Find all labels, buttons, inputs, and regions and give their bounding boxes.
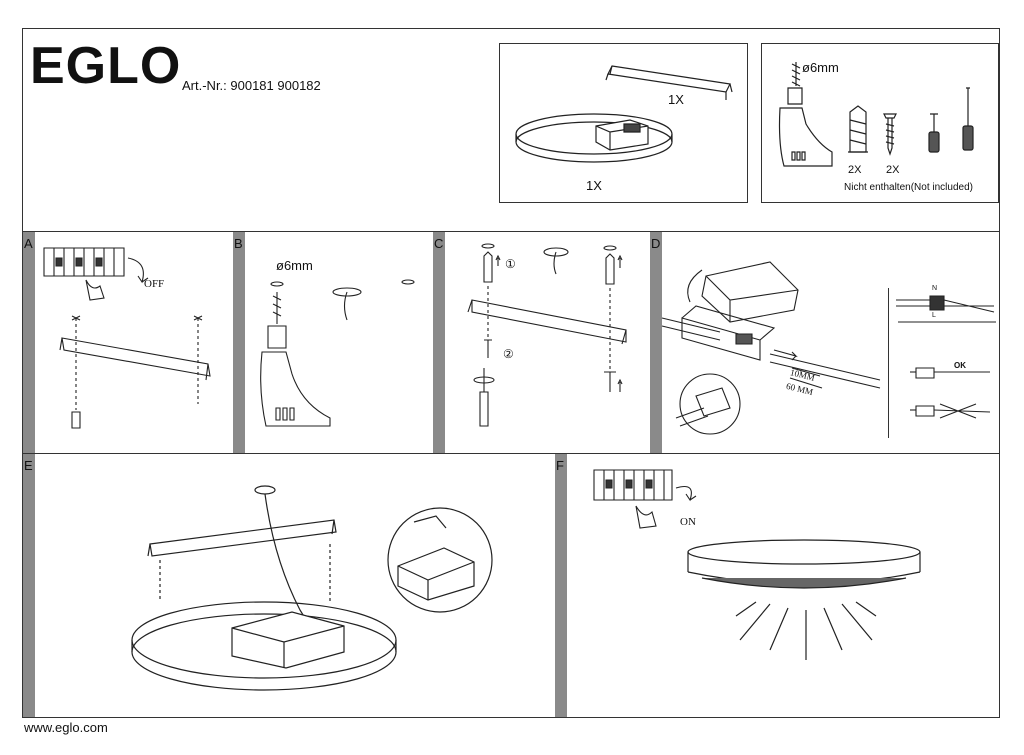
step-d-letter: D [651,236,661,251]
article-numbers: Art.-Nr.: 900181 900182 [182,78,321,93]
step-a-letter: A [24,236,33,251]
step-f-letter: F [556,458,564,473]
step-c-letter: C [434,236,444,251]
ceiling-fixture-illustration [500,44,749,204]
tools-box: ø6mm 2X 2X Nicht [761,43,999,203]
step-c-marker-2: ② [503,347,514,361]
step-a-off-label: OFF [144,278,165,290]
step-d-n-label: N [932,285,938,292]
website-link[interactable]: www.eglo.com [24,720,108,735]
mounting-bracket-illustration [500,44,749,204]
step-c-marker-1: ① [505,257,516,271]
fixture-quantity: 1X [586,178,602,193]
step-c-strip [433,232,445,453]
brand-logo: EGLO [30,37,182,95]
step-e-strip [23,454,35,717]
dowel-quantity: 2X [848,164,862,176]
step-d-l-label: L [932,312,936,319]
not-included-note: Nicht enthalten(Not included) [844,182,973,193]
row-divider-middle [22,453,1000,454]
step-d-divider [888,288,889,438]
parts-box: 1X 1X [499,43,748,203]
drill-icon [762,44,1000,204]
step-e-letter: E [24,458,33,473]
step-f-strip [555,454,567,717]
step-f-on-label: ON [680,516,696,528]
step-b-drill-size: ø6mm [276,258,313,273]
screw-icon [762,44,1000,204]
step-d-strip [650,232,662,453]
wall-dowel-icon [762,44,1000,204]
screw-quantity: 2X [886,164,900,176]
step-d-ok-label: OK [954,361,966,370]
step-b-letter: B [234,236,243,251]
bracket-quantity: 1X [668,92,684,107]
phillips-screwdriver-icon [762,44,1000,204]
row-divider-top [22,231,1000,232]
step-b-strip [233,232,245,453]
flat-screwdriver-icon [762,44,1000,204]
drill-size-label: ø6mm [802,60,839,75]
step-a-strip [23,232,35,453]
